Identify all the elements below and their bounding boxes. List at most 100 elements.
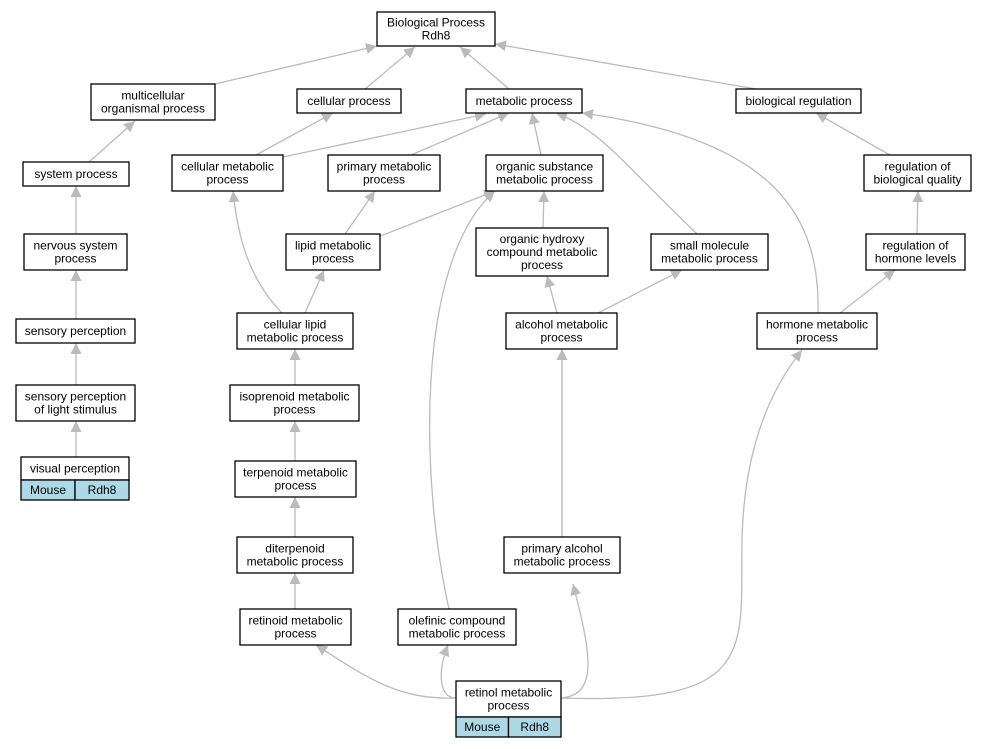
node-box [863,154,972,192]
node-metabolic[interactable]: metabolic process [465,88,583,114]
node-box [650,233,769,271]
edge-cellmet-to-metabolic [282,110,487,158]
node-box [865,233,966,271]
node-box [475,227,609,277]
edge-regqual-to-bioreg [815,112,891,156]
node-label: organic substance [496,160,594,174]
node-label: metabolic process [476,94,573,108]
node-label: biological quality [873,173,961,187]
node-box [397,608,517,646]
node-box [465,88,583,114]
node-box [735,88,862,114]
node-box [234,460,357,498]
node-label: metabolic process [661,252,758,266]
edge-olefinic-to-orgsub [428,190,496,610]
node-label: nervous system [33,239,117,253]
node-bioreg[interactable]: biological regulation [735,88,862,114]
node-label: visual perception [30,462,120,476]
node-sensory[interactable]: sensory perception [15,318,136,344]
edge-cellmet-to-cellular [255,112,334,156]
node-label: compound metabolic [487,245,598,259]
node-label: terpenoid metabolic [243,466,348,480]
node-box [285,233,381,271]
tag-rdh8: Rdh8 [507,716,562,738]
node-box [239,608,352,646]
node-label: hormone metabolic [766,318,868,332]
edge-orghydroxy-to-orgsub [538,190,550,229]
node-box [15,384,136,422]
node-box [171,154,284,192]
node-layer: Biological ProcessRdh8multicellularorgan… [15,11,972,738]
node-label: regulation of [884,160,951,174]
node-label: process [540,331,582,345]
node-label: alcohol metabolic [515,318,608,332]
edge-celllipid-to-cellmet [228,190,283,314]
tag-box [74,479,130,501]
edge-system-to-multi [88,120,136,163]
tag-mouse: Mouse [20,479,76,501]
node-box [15,318,136,344]
edge-celllipid-to-lipid [304,269,325,314]
node-label: Rdh8 [422,29,451,43]
node-label: process [796,331,838,345]
node-label: process [273,403,315,417]
node-box [22,161,130,187]
node-label: of light stimulus [34,403,117,417]
node-label: process [206,173,248,187]
node-label: olefinic compound [409,614,506,628]
node-label: retinol metabolic [465,686,552,700]
node-label: small molecule [670,239,750,253]
node-label: metabolic process [409,627,506,641]
edge-retinol-to-primalc [560,583,589,699]
node-label: isoprenoid metabolic [239,390,349,404]
edge-retinol-to-olefinic [438,644,457,699]
node-system[interactable]: system process [22,161,130,187]
node-label: retinoid metabolic [248,614,342,628]
node-box [296,88,402,114]
node-box [503,536,621,574]
node-label: sensory perception [25,390,126,404]
tag-label: Mouse [30,483,66,497]
node-box [756,312,878,350]
edge-alcohol-to-smallmol [597,269,683,314]
node-box [327,154,441,192]
node-label: biological regulation [745,94,851,108]
node-label: process [363,173,405,187]
edge-cellular-to-bp [364,46,416,90]
node-box [376,11,496,47]
edge-lipid-to-orgsub [377,189,496,238]
edge-hormone-to-metabolic [581,109,819,314]
node-label: multicellular [121,89,184,103]
node-box [90,83,216,121]
node-label: hormone levels [875,252,956,266]
node-cellular[interactable]: cellular process [296,88,402,114]
node-label: system process [34,167,117,181]
edge-alcohol-to-orghydroxy [544,275,558,314]
edge-metabolic-to-bp [459,46,510,90]
tag-label: Rdh8 [520,720,549,734]
